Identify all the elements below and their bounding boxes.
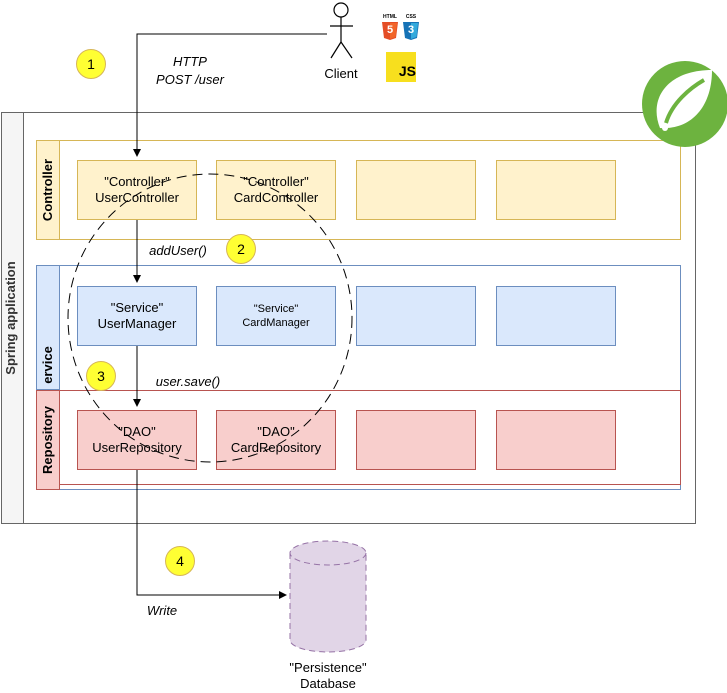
controller-placeholder-box: [496, 160, 616, 220]
step-4-badge: 4: [165, 546, 195, 576]
post-user-label: POST /user: [156, 72, 224, 87]
card-controller-box: "Controller" CardController: [216, 160, 336, 220]
user-controller-name: UserController: [95, 190, 179, 205]
spring-application-label: Spring application: [3, 261, 18, 375]
card-controller-stereotype: "Controller": [243, 174, 309, 189]
html5-caption: HTML: [383, 14, 397, 20]
controller-placeholder-box: [356, 160, 476, 220]
card-repository-stereotype: "DAO": [257, 424, 295, 439]
repository-placeholder-box: [496, 410, 616, 470]
css3-number: 3: [407, 24, 415, 36]
card-manager-stereotype: "Service": [253, 303, 299, 315]
css3-caption: CSS: [405, 14, 417, 20]
service-layer-header: [36, 265, 60, 390]
database-name: Database: [300, 676, 356, 691]
card-repository-name: CardRepository: [230, 440, 322, 455]
database-stereotype: "Persistence": [289, 660, 367, 675]
user-repository-box: "DAO" UserRepository: [77, 410, 197, 470]
javascript-label: JS: [398, 63, 416, 79]
user-controller-box: "Controller" UserController: [77, 160, 197, 220]
user-repository-stereotype: "DAO": [118, 424, 156, 439]
write-label: Write: [146, 603, 178, 618]
controller-layer-header: [36, 140, 60, 240]
http-label: HTTP: [173, 54, 207, 69]
step-2-badge: 2: [226, 234, 256, 264]
repository-layer-header: [36, 390, 60, 490]
html5-number: 5: [386, 24, 394, 36]
add-user-label: addUser(): [149, 243, 207, 258]
client-label: Client: [324, 66, 358, 81]
card-repository-box: "DAO" CardRepository: [216, 410, 336, 470]
user-save-label: user.save(): [155, 374, 221, 389]
user-manager-name: UserManager: [97, 316, 177, 331]
controller-layer-label: Controller: [40, 158, 55, 222]
service-placeholder-box: [496, 286, 616, 346]
database-cylinder-icon: [289, 540, 367, 653]
spring-application-header: [1, 112, 24, 524]
step-3-badge: 3: [86, 361, 116, 391]
user-manager-box: "Service" UserManager: [77, 286, 197, 346]
card-manager-box: "Service" CardManager: [216, 286, 336, 346]
user-manager-stereotype: "Service": [110, 300, 164, 315]
service-placeholder-box: [356, 286, 476, 346]
user-controller-stereotype: "Controller": [104, 174, 170, 189]
client-figure-icon: [330, 2, 353, 59]
repository-layer-label: Repository: [40, 406, 55, 474]
card-manager-name: CardManager: [242, 317, 310, 329]
repository-placeholder-box: [356, 410, 476, 470]
card-controller-name: CardController: [233, 190, 319, 205]
step-1-badge: 1: [76, 49, 106, 79]
user-repository-name: UserRepository: [92, 440, 182, 455]
